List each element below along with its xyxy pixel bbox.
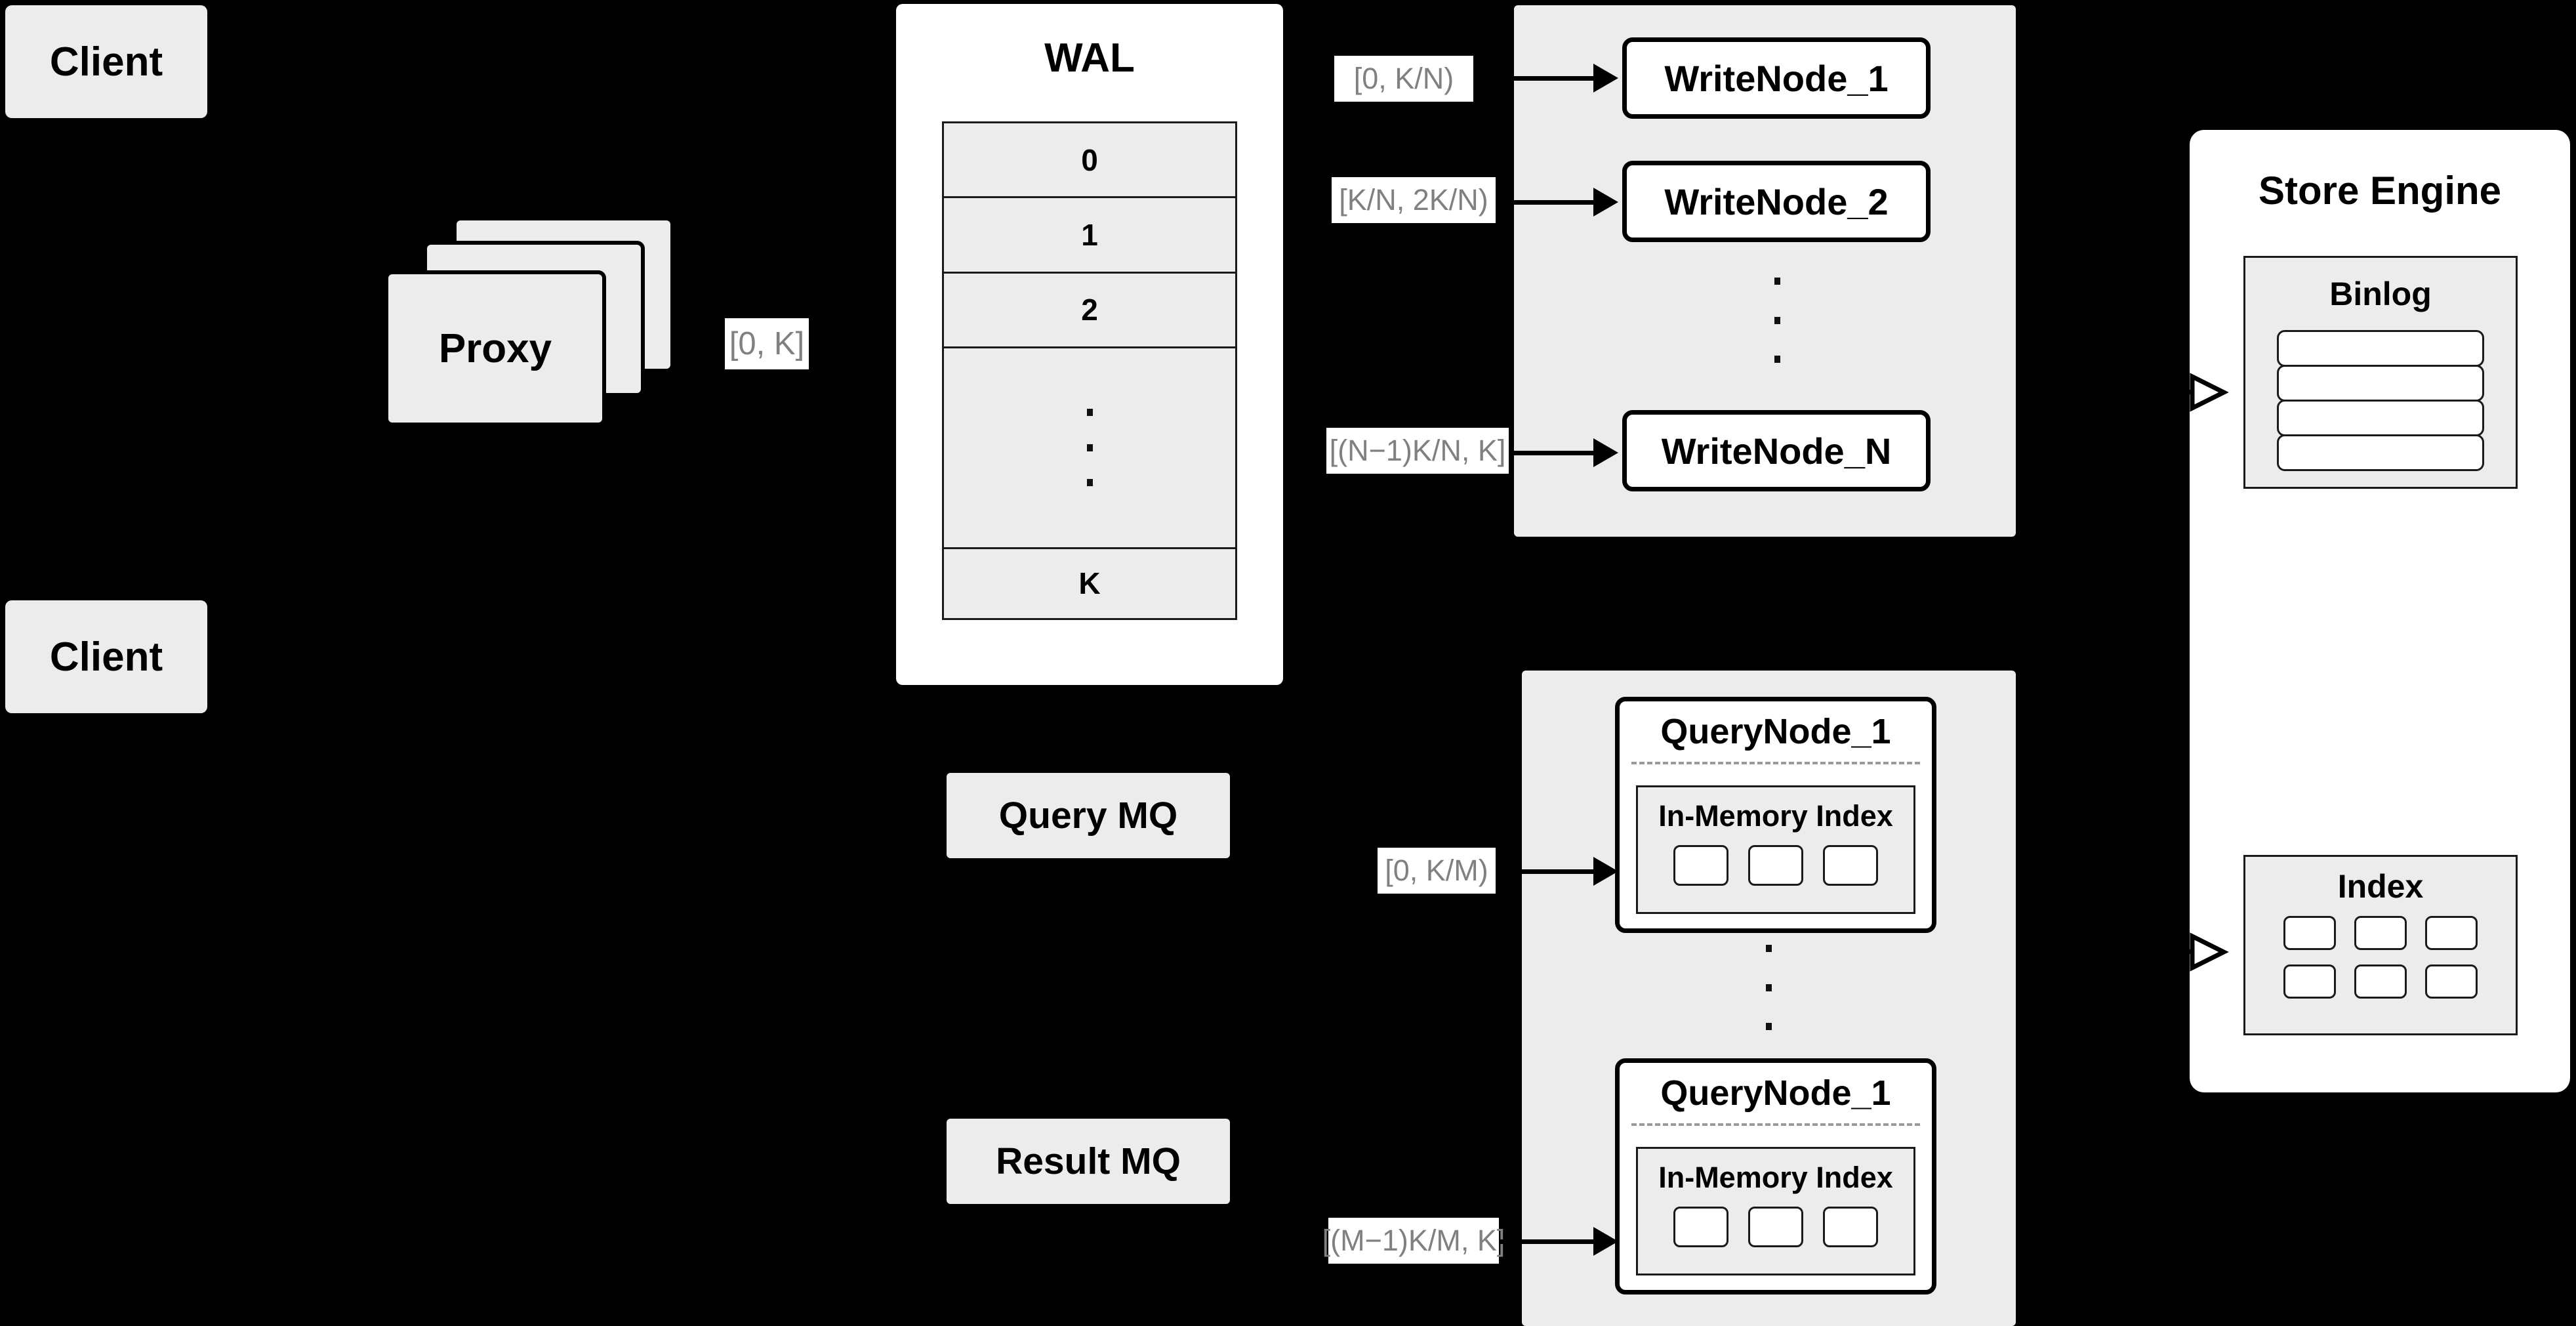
query-node-m-box[interactable]: QueryNode_1 In-Memory Index bbox=[1615, 1058, 1936, 1295]
query-node-1-arrow-head bbox=[1593, 857, 1618, 886]
query-node-1-box[interactable]: QueryNode_1 In-Memory Index bbox=[1615, 697, 1936, 933]
query-node-divider bbox=[1631, 762, 1920, 764]
write-node-1-arrow-head bbox=[1593, 64, 1618, 93]
write-node-1-box[interactable]: WriteNode_1 bbox=[1622, 37, 1931, 119]
write-node-1-range-label: [0, K/N) bbox=[1334, 56, 1473, 102]
write-node-2-box[interactable]: WriteNode_2 bbox=[1622, 161, 1931, 242]
index-slot-grid bbox=[2245, 916, 2516, 999]
index-slot bbox=[2283, 916, 2336, 950]
binlog-title: Binlog bbox=[2329, 276, 2432, 312]
query-cluster-ellipsis-icon bbox=[1765, 945, 1772, 1030]
index-slot bbox=[1748, 1207, 1803, 1247]
index-slot bbox=[2425, 964, 2478, 999]
index-arrow-line bbox=[2150, 949, 2191, 954]
index-slot bbox=[2354, 916, 2407, 950]
write-cluster-ellipsis-icon bbox=[1773, 278, 1781, 363]
wal-title: WAL bbox=[1044, 35, 1135, 81]
index-slot bbox=[1748, 845, 1803, 886]
vertical-ellipsis-icon bbox=[1086, 409, 1093, 487]
query-node-title: QueryNode_1 bbox=[1660, 1073, 1891, 1113]
binlog-arrow-head-icon bbox=[2190, 373, 2229, 412]
client-label: Client bbox=[49, 634, 163, 680]
in-memory-index-slots bbox=[1638, 1207, 1913, 1247]
write-node-n-range-label: [(N−1)K/N, K] bbox=[1326, 428, 1509, 474]
binlog-row bbox=[2277, 434, 2484, 471]
index-slot bbox=[1673, 845, 1728, 886]
query-mq-box[interactable]: Query MQ bbox=[947, 773, 1230, 858]
query-mq-label: Query MQ bbox=[998, 795, 1178, 837]
write-node-2-arrow-line bbox=[1496, 200, 1595, 205]
wal-table: 0 1 2 K bbox=[942, 121, 1237, 620]
in-memory-index-label: In-Memory Index bbox=[1658, 1161, 1893, 1194]
query-node-1-range-label: [0, K/M) bbox=[1378, 848, 1496, 894]
query-node-divider bbox=[1631, 1123, 1920, 1126]
client-box-1[interactable]: Client bbox=[5, 5, 207, 118]
in-memory-index-slots bbox=[1638, 845, 1913, 886]
index-title: Index bbox=[2337, 868, 2424, 905]
write-node-label: WriteNode_N bbox=[1661, 430, 1892, 472]
write-node-n-arrow-line bbox=[1509, 451, 1595, 455]
binlog-row bbox=[2277, 400, 2484, 436]
write-node-2-arrow-head bbox=[1593, 188, 1618, 217]
client-label: Client bbox=[49, 39, 163, 85]
write-node-2-range-label: [K/N, 2K/N) bbox=[1332, 177, 1496, 223]
index-slot bbox=[2283, 964, 2336, 999]
query-node-m-range-label: [(M−1)K/M, K] bbox=[1322, 1218, 1505, 1264]
client-box-2[interactable]: Client bbox=[5, 600, 207, 713]
query-node-title: QueryNode_1 bbox=[1660, 712, 1891, 751]
write-node-label: WriteNode_2 bbox=[1664, 180, 1889, 222]
index-slot bbox=[2354, 964, 2407, 999]
wal-row: 2 bbox=[944, 273, 1235, 348]
query-node-m-arrow-line bbox=[1499, 1239, 1595, 1244]
binlog-rows bbox=[2277, 330, 2484, 471]
binlog-arrow-line bbox=[2150, 390, 2191, 394]
write-node-n-box[interactable]: WriteNode_N bbox=[1622, 410, 1931, 491]
proxy-output-range-label: [0, K] bbox=[725, 318, 809, 369]
index-slot bbox=[1673, 1207, 1728, 1247]
in-memory-index-box: In-Memory Index bbox=[1636, 785, 1915, 914]
write-node-n-arrow-head bbox=[1593, 438, 1618, 467]
write-node-label: WriteNode_1 bbox=[1664, 57, 1889, 99]
index-slot bbox=[1823, 845, 1878, 886]
index-box: Index bbox=[2243, 855, 2518, 1035]
query-node-1-arrow-line bbox=[1496, 869, 1595, 874]
store-engine-title: Store Engine bbox=[2258, 168, 2502, 213]
wal-row: 1 bbox=[944, 198, 1235, 274]
result-mq-label: Result MQ bbox=[996, 1140, 1181, 1182]
binlog-row bbox=[2277, 330, 2484, 367]
in-memory-index-box: In-Memory Index bbox=[1636, 1147, 1915, 1275]
index-slot bbox=[1823, 1207, 1878, 1247]
proxy-label: Proxy bbox=[438, 325, 552, 371]
wal-row: 0 bbox=[944, 123, 1235, 199]
in-memory-index-label: In-Memory Index bbox=[1658, 799, 1893, 833]
binlog-box: Binlog bbox=[2243, 256, 2518, 489]
index-arrow-head-icon bbox=[2190, 932, 2229, 972]
wal-row-ellipsis bbox=[944, 348, 1235, 549]
result-mq-box[interactable]: Result MQ bbox=[947, 1119, 1230, 1204]
proxy-box[interactable]: Proxy bbox=[384, 270, 606, 426]
index-slot bbox=[2425, 916, 2478, 950]
binlog-row bbox=[2277, 365, 2484, 402]
query-node-m-arrow-head bbox=[1593, 1227, 1618, 1256]
wal-row: K bbox=[944, 549, 1235, 618]
write-node-1-arrow-line bbox=[1473, 76, 1595, 81]
